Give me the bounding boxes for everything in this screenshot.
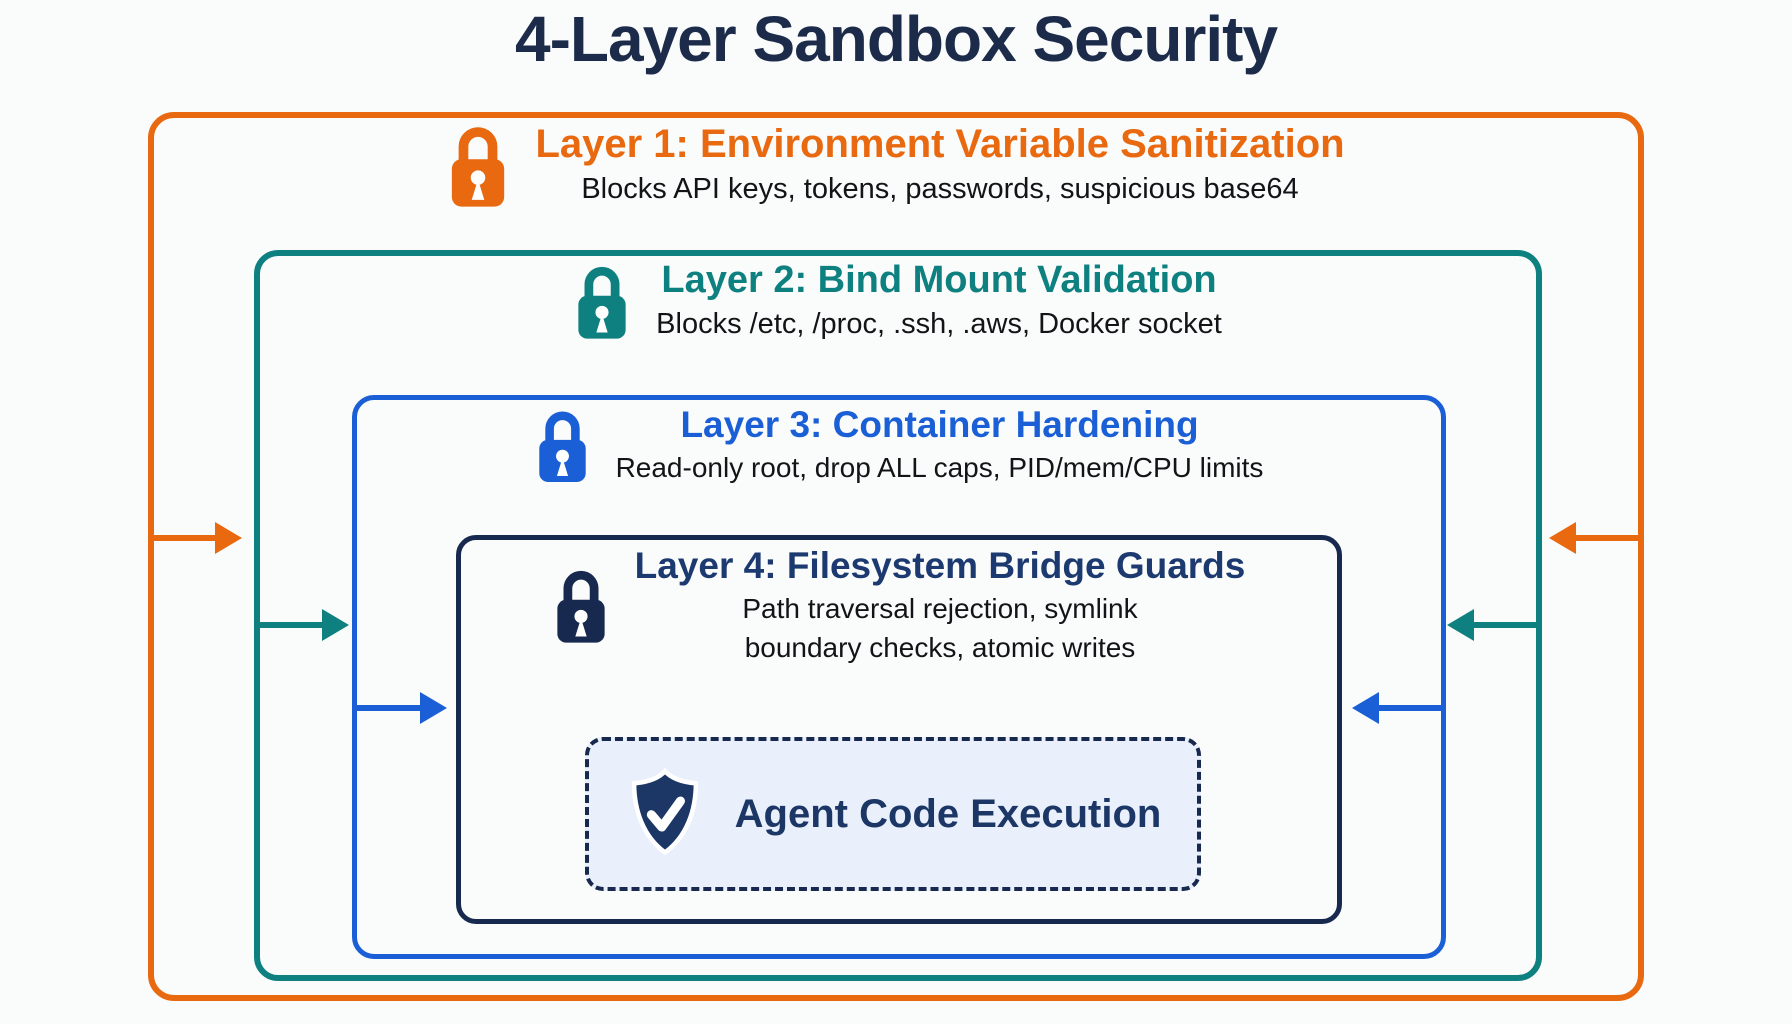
layer-3-arrow-left-icon [355,692,447,724]
layer-2-subtitle: Blocks /etc, /proc, .ssh, .aws, Docker s… [656,307,1222,340]
layer-4-title: Layer 4: Filesystem Bridge Guards [634,545,1246,586]
layer-1-header: Layer 1: Environment Variable Sanitizati… [148,120,1644,210]
lock-icon [535,405,590,485]
layer-2-box [254,250,1542,981]
layer-4-box [456,535,1342,924]
lock-icon [553,564,609,646]
shield-check-icon [625,767,705,861]
layer-4-subtitle-line2: boundary checks, atomic writes [744,632,1136,664]
lock-icon [574,260,630,342]
layer-3-subtitle: Read-only root, drop ALL caps, PID/mem/C… [615,451,1264,483]
layer-2-arrow-left-icon [257,609,349,641]
layer-2-header: Layer 2: Bind Mount Validation Blocks /e… [254,258,1542,344]
layer-1-subtitle: Blocks API keys, tokens, passwords, susp… [581,173,1299,206]
layer-2-arrow-right-icon [1447,609,1539,641]
layer-3-title: Layer 3: Container Hardening [680,404,1199,445]
layer-1-arrow-right-icon [1549,522,1641,554]
agent-code-execution-label: Agent Code Execution [734,791,1162,836]
layer-3-header: Layer 3: Container Hardening Read-only r… [352,403,1446,486]
lock-icon [447,120,509,210]
layer-3-arrow-right-icon [1352,692,1444,724]
layer-2-title: Layer 2: Bind Mount Validation [661,259,1217,301]
layer-1-box [148,112,1644,1001]
layer-1-title: Layer 1: Environment Variable Sanitizati… [535,122,1345,167]
agent-code-execution-box: Agent Code Execution [585,737,1201,891]
diagram-title: 4-Layer Sandbox Security [514,3,1278,75]
layer-1-arrow-left-icon [150,522,242,554]
layer-4-header: Layer 4: Filesystem Bridge Guards Path t… [456,544,1342,666]
layer-4-subtitle-line1: Path traversal rejection, symlink [742,592,1138,624]
layer-3-box [352,395,1446,959]
